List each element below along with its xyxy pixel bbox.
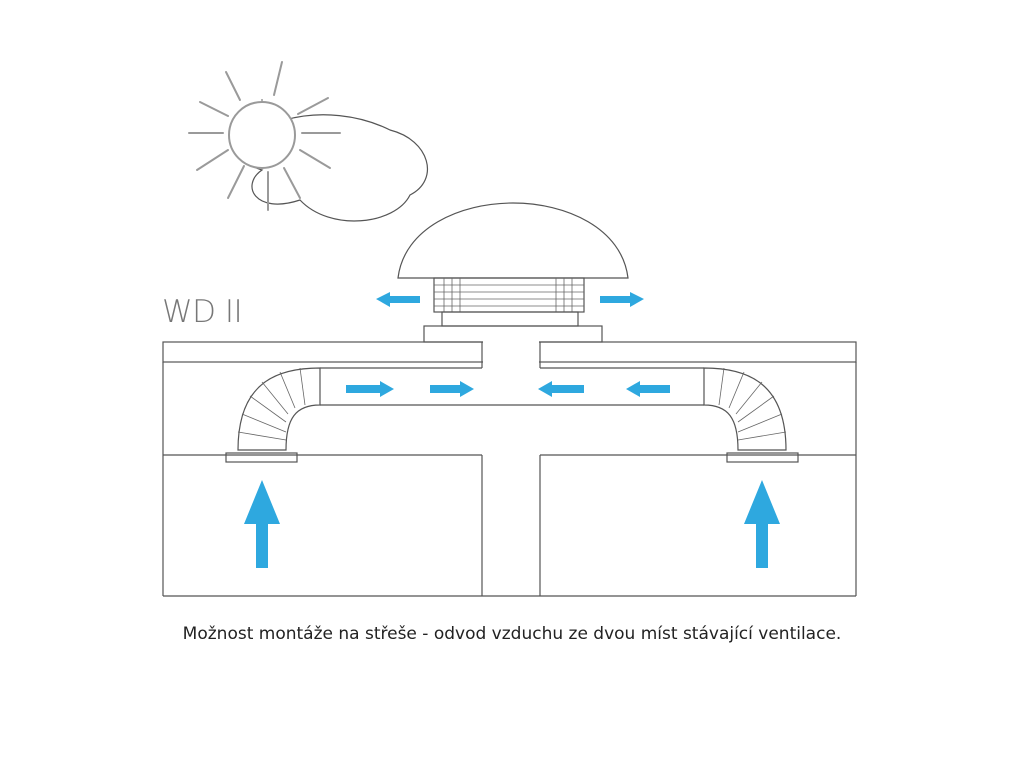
horizontal-duct bbox=[320, 367, 704, 406]
airflow-arrows bbox=[244, 292, 780, 568]
airflow-arrow-left bbox=[626, 381, 670, 397]
diagram-caption: Možnost montáže na střeše - odvod vzduch… bbox=[182, 624, 842, 644]
airflow-arrow-right bbox=[600, 292, 644, 307]
cloud-icon bbox=[239, 114, 428, 222]
airflow-arrow-up bbox=[744, 480, 780, 568]
roof-fan-icon bbox=[397, 202, 629, 343]
duct-elbow-icon bbox=[225, 367, 321, 463]
weather-illustration bbox=[188, 61, 428, 222]
duct-elbow-icon bbox=[703, 367, 799, 463]
airflow-arrow-up bbox=[244, 480, 280, 568]
airflow-arrow-left bbox=[538, 381, 584, 397]
airflow-arrow-left bbox=[376, 292, 420, 307]
airflow-arrow-right bbox=[346, 381, 394, 397]
airflow-arrow-right bbox=[430, 381, 474, 397]
building-structure bbox=[162, 341, 857, 597]
model-label: WD II bbox=[162, 294, 243, 330]
sun-icon bbox=[188, 61, 341, 211]
